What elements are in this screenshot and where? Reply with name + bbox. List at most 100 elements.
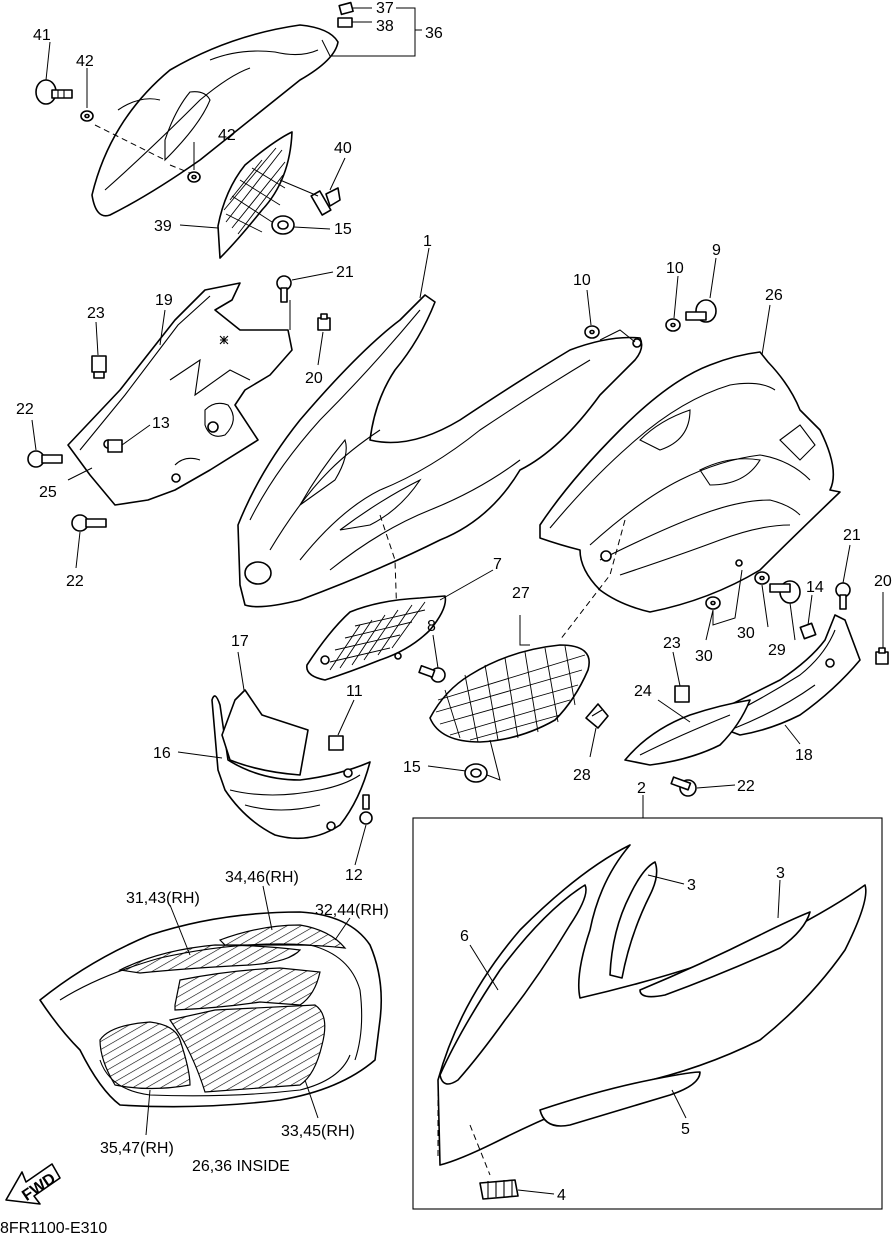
- inside-view-cover: [39, 911, 383, 1108]
- trim-strip-6: [439, 884, 587, 1085]
- label-36: 36: [425, 25, 443, 42]
- washer-42-left: [80, 110, 94, 122]
- label-21a: 21: [336, 264, 354, 281]
- label-4: 4: [557, 1187, 566, 1204]
- label-30a: 30: [695, 648, 713, 665]
- tail-grille-39: [217, 131, 293, 259]
- label-25: 25: [39, 484, 57, 501]
- label-20b: 20: [874, 573, 892, 590]
- bolt-41: [35, 79, 73, 105]
- inside-note: 26,36 INSIDE: [192, 1158, 290, 1175]
- label-22a: 22: [16, 401, 34, 418]
- washer-10-b: [665, 318, 681, 332]
- label-28: 28: [573, 767, 591, 784]
- label-35-47: 35,47(RH): [100, 1140, 174, 1157]
- label-6: 6: [460, 928, 469, 945]
- label-30b: 30: [737, 625, 755, 642]
- side-cover-bracket-19: [67, 282, 293, 506]
- clip-nut-38: [337, 17, 353, 28]
- label-23a: 23: [87, 305, 105, 322]
- screw-12: [359, 794, 373, 825]
- screw-21-left: [276, 275, 292, 303]
- clip-28: [585, 703, 609, 729]
- screw-8: [418, 664, 446, 683]
- label-27: 27: [512, 585, 530, 602]
- label-29: 29: [768, 642, 786, 659]
- label-34-46: 34,46(RH): [225, 869, 299, 886]
- label-39: 39: [154, 218, 172, 235]
- upper-tail-cover: [91, 24, 339, 217]
- label-32-44: 32,44(RH): [315, 902, 389, 919]
- clip-23-left: [91, 355, 107, 379]
- washer-30-b: [754, 571, 770, 585]
- air-duct-7: [306, 595, 447, 681]
- screw-21-right: [835, 582, 851, 610]
- label-33-45: 33,45(RH): [281, 1123, 355, 1140]
- side-cover-1: [237, 294, 643, 651]
- label-10a: 10: [573, 272, 591, 289]
- label-3b: 3: [776, 865, 785, 882]
- mesh-grille-27: [429, 644, 590, 743]
- screw-29: [769, 580, 801, 604]
- label-20a: 20: [305, 370, 323, 387]
- grommet-15-upper: [271, 215, 295, 235]
- clip-13: [107, 439, 123, 453]
- label-7: 7: [493, 556, 502, 573]
- label-8: 8: [427, 618, 436, 635]
- bolt-22-left-lower: [71, 514, 107, 532]
- bolt-22-right: [670, 776, 697, 797]
- lower-cover-16: [211, 689, 371, 840]
- label-37: 37: [376, 0, 394, 17]
- label-15a: 15: [334, 221, 352, 238]
- label-10b: 10: [666, 260, 684, 277]
- trim-clip-37: [338, 1, 354, 16]
- side-cover-26: [539, 351, 841, 641]
- label-31-43: 31,43(RH): [126, 890, 200, 907]
- trim-strip-5: [539, 1071, 701, 1127]
- nut-20-left: [317, 313, 331, 331]
- label-18: 18: [795, 747, 813, 764]
- label-5: 5: [681, 1121, 690, 1138]
- label-42b: 42: [218, 127, 236, 144]
- label-22b: 22: [66, 573, 84, 590]
- label-21b: 21: [843, 527, 861, 544]
- label-23b: 23: [663, 635, 681, 652]
- washer-42-right: [187, 171, 201, 183]
- label-42a: 42: [76, 53, 94, 70]
- screw-40: [310, 187, 341, 216]
- trim-strip-3-right: [639, 911, 811, 998]
- label-1: 1: [423, 233, 432, 250]
- clip-11: [328, 735, 344, 751]
- clip-4: [479, 1179, 519, 1200]
- label-15b: 15: [403, 759, 421, 776]
- washer-30-a: [705, 596, 721, 610]
- label-9: 9: [712, 242, 721, 259]
- label-16: 16: [153, 745, 171, 762]
- washer-10-a: [584, 325, 600, 339]
- label-13: 13: [152, 415, 170, 432]
- label-24: 24: [634, 683, 652, 700]
- label-11: 11: [346, 683, 363, 700]
- label-3a: 3: [687, 877, 696, 894]
- label-41: 41: [33, 27, 51, 44]
- label-19: 19: [155, 292, 173, 309]
- label-17: 17: [231, 633, 249, 650]
- fwd-arrow-icon: FWD: [5, 1163, 61, 1205]
- label-38: 38: [376, 18, 394, 35]
- screw-14: [799, 622, 817, 640]
- bolt-22-left-upper: [27, 450, 63, 468]
- diagram-code: 8FR1100-E310: [0, 1220, 107, 1237]
- nut-20-right: [875, 647, 889, 665]
- label-26: 26: [765, 287, 783, 304]
- grommet-15-lower: [464, 763, 488, 783]
- label-2: 2: [637, 780, 646, 797]
- screw-9: [685, 299, 717, 323]
- lower-panel-24: [624, 699, 751, 766]
- label-12: 12: [345, 867, 363, 884]
- label-22c: 22: [737, 778, 755, 795]
- clip-23-right: [674, 685, 690, 703]
- trim-strip-3-left: [609, 861, 658, 979]
- label-14: 14: [806, 579, 824, 596]
